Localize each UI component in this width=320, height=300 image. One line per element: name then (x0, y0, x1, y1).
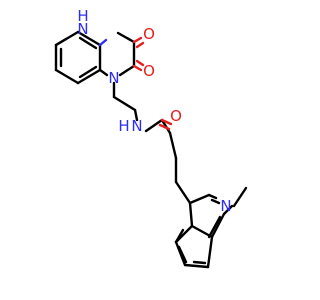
atom-label-quinoxaline-nh: H N (77, 7, 88, 38)
svg-text:H: H (77, 7, 88, 25)
atom-label-quinoxaline-n: N (108, 69, 119, 87)
quinoxaline-dione-ring (54, 31, 145, 77)
atom-label-indole-n: N (220, 197, 231, 215)
atom-label-carbonyl-o-lower: O (143, 62, 155, 80)
svg-text:N: N (77, 20, 88, 38)
molecule-structure-diagram: H N N O O N H O N (54, 7, 248, 269)
methylindole-ring (174, 186, 248, 269)
atom-label-amide-nh: N H (118, 117, 142, 135)
svg-text:N: N (131, 117, 142, 135)
atom-label-carbonyl-o-upper: O (143, 25, 155, 43)
ethyl-amide-linker (112, 81, 192, 205)
svg-text:H: H (118, 117, 129, 135)
atom-label-amide-o: O (170, 107, 182, 125)
